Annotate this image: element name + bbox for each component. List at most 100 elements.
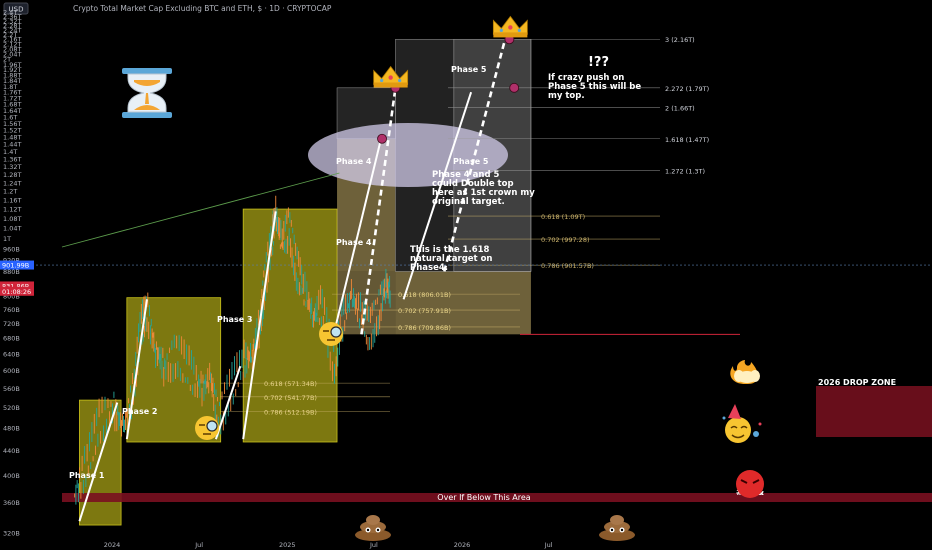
y-tick-label: 1.72T bbox=[3, 95, 21, 103]
trend-line bbox=[242, 211, 277, 440]
y-tick-label: 1.24T bbox=[3, 179, 21, 187]
interrobang-label: !?? bbox=[588, 55, 609, 70]
poop-icon bbox=[599, 515, 635, 541]
x-tick-label: 2024 bbox=[104, 541, 121, 549]
y-tick-label: 1.04T bbox=[3, 225, 21, 233]
y-tick-label: 1.2T bbox=[3, 188, 17, 196]
y-tick-label: 760B bbox=[3, 306, 20, 314]
crown-band bbox=[373, 82, 408, 88]
dotted-path bbox=[443, 38, 507, 272]
y-tick-label: 1.8T bbox=[3, 83, 17, 91]
note-low-line3: Phase4. bbox=[410, 263, 448, 273]
y-tick-label: 1.68T bbox=[3, 101, 21, 109]
x-tick-label: Jul bbox=[544, 541, 553, 549]
y-tick-label: 2T bbox=[3, 56, 11, 64]
note-top-line3: my top. bbox=[548, 91, 585, 101]
target-marker bbox=[509, 82, 520, 93]
crown-gem bbox=[388, 75, 393, 80]
fib-label: 2.272 (1.79T) bbox=[665, 85, 709, 93]
fib-label: 0.702 (757.91B) bbox=[398, 307, 451, 315]
y-tick-label: 1.44T bbox=[3, 141, 21, 149]
trend-line bbox=[402, 91, 473, 300]
crown-gem bbox=[398, 78, 402, 83]
y-tick-label: 1.16T bbox=[3, 196, 21, 204]
y-tick-label: 1.88T bbox=[3, 72, 21, 80]
currency-badge[interactable]: USD bbox=[9, 6, 24, 14]
phase1-label: Phase 1 bbox=[69, 471, 105, 480]
y-tick-label: 1.84T bbox=[3, 77, 21, 85]
y-tick-label: 520B bbox=[3, 404, 20, 412]
fib-label: 2 (1.66T) bbox=[665, 104, 695, 112]
monocle-face-icon bbox=[319, 322, 343, 346]
note-mid-line4: original target. bbox=[432, 197, 505, 207]
y-tick-label: 1.36T bbox=[3, 155, 21, 163]
crown-band bbox=[493, 32, 528, 38]
fib-label: 0.786 (901.57B) bbox=[541, 262, 594, 270]
phase4-high-label: Phase 4 bbox=[336, 157, 372, 166]
retrace-gold-zone bbox=[395, 271, 531, 335]
y-tick-label: 2.12T bbox=[3, 41, 21, 49]
note-mid-line3: here as 1st crown my bbox=[432, 188, 535, 198]
fib-label: 0.702 (997.28) bbox=[541, 236, 590, 244]
y-tick-label: 600B bbox=[3, 367, 20, 375]
poop-icon bbox=[355, 515, 391, 541]
over-if-below-band bbox=[62, 493, 932, 502]
y-tick-label: 640B bbox=[3, 350, 20, 358]
y-tick-label: 400B bbox=[3, 472, 20, 480]
y-tick-label: 320B bbox=[3, 530, 20, 538]
trend-lines bbox=[61, 34, 520, 522]
phase5-top-label: Phase 5 bbox=[451, 65, 487, 74]
over-if-below-label: Over If Below This Area bbox=[437, 493, 531, 502]
crown-gem bbox=[380, 78, 384, 83]
hourglass-icon bbox=[122, 68, 172, 118]
y-tick-label: 720B bbox=[3, 320, 20, 328]
y-tick-label: 2.32T bbox=[3, 17, 21, 25]
chart-title: Crypto Total Market Cap Excluding BTC an… bbox=[73, 4, 332, 13]
x-tick-label: Jul bbox=[194, 541, 203, 549]
price-tag-bg bbox=[0, 286, 34, 296]
price-tag-label: 831.86B bbox=[2, 282, 29, 290]
x-tick-label: Jul bbox=[369, 541, 378, 549]
phase3-label: Phase 3 bbox=[217, 315, 253, 324]
crown-gem bbox=[499, 28, 503, 32]
fire-icon bbox=[730, 360, 760, 384]
y-tick-label: 880B bbox=[3, 268, 20, 276]
y-tick-label: 1.48T bbox=[3, 134, 21, 142]
fib-label: 0.618 (1.09T) bbox=[541, 213, 585, 221]
phase2-label: Phase 2 bbox=[122, 407, 158, 416]
crown-gem bbox=[508, 25, 513, 30]
y-tick-label: 2.04T bbox=[3, 51, 21, 59]
phase-box bbox=[79, 399, 122, 526]
fib-label: 0.702 (541.77B) bbox=[264, 394, 317, 402]
y-tick-label: 2.28T bbox=[3, 22, 21, 30]
y-tick-label: 2.4T bbox=[3, 9, 17, 17]
note-top-line2: Phase 5 this will be bbox=[548, 82, 641, 92]
price-tag-bg bbox=[0, 260, 34, 270]
currency-badge-bg bbox=[3, 2, 29, 15]
target-marker bbox=[377, 133, 387, 144]
drop-zone-label: 2026 DROP ZONE bbox=[818, 378, 896, 387]
price-tag-label: 01:08:26 bbox=[2, 288, 31, 296]
crown-icon bbox=[492, 15, 528, 38]
y-tick-label: 560B bbox=[3, 385, 20, 393]
y-tick-label: 2.36T bbox=[3, 13, 21, 21]
fib-levels: 3 (2.16T)2.272 (1.79T)2 (1.66T)1.618 (1.… bbox=[0, 36, 932, 416]
y-tick-label: 2.2T bbox=[3, 31, 17, 39]
y-tick-label: 2.24T bbox=[3, 26, 21, 34]
y-tick-label: 1.96T bbox=[3, 61, 21, 69]
y-tick-label: 1.92T bbox=[3, 66, 21, 74]
note-mid-line1: Phase 4 and 5 bbox=[432, 170, 500, 180]
y-tick-label: 800B bbox=[3, 293, 20, 301]
y-axis[interactable]: 2.4T2.36T2.32T2.28T2.24T2.2T2.16T2.12T2.… bbox=[3, 9, 21, 538]
fib-label: 3 (2.16T) bbox=[665, 36, 695, 44]
fib-label: 0.786 (709.86B) bbox=[398, 324, 451, 332]
trend-line bbox=[332, 140, 382, 335]
phase-boxes bbox=[62, 38, 932, 526]
y-tick-label: 1.4T bbox=[3, 148, 17, 156]
y-tick-label: 1.08T bbox=[3, 215, 21, 223]
note-low-line2: natural target on bbox=[410, 254, 492, 264]
phase5-mid-label: Phase 5 bbox=[453, 157, 489, 166]
